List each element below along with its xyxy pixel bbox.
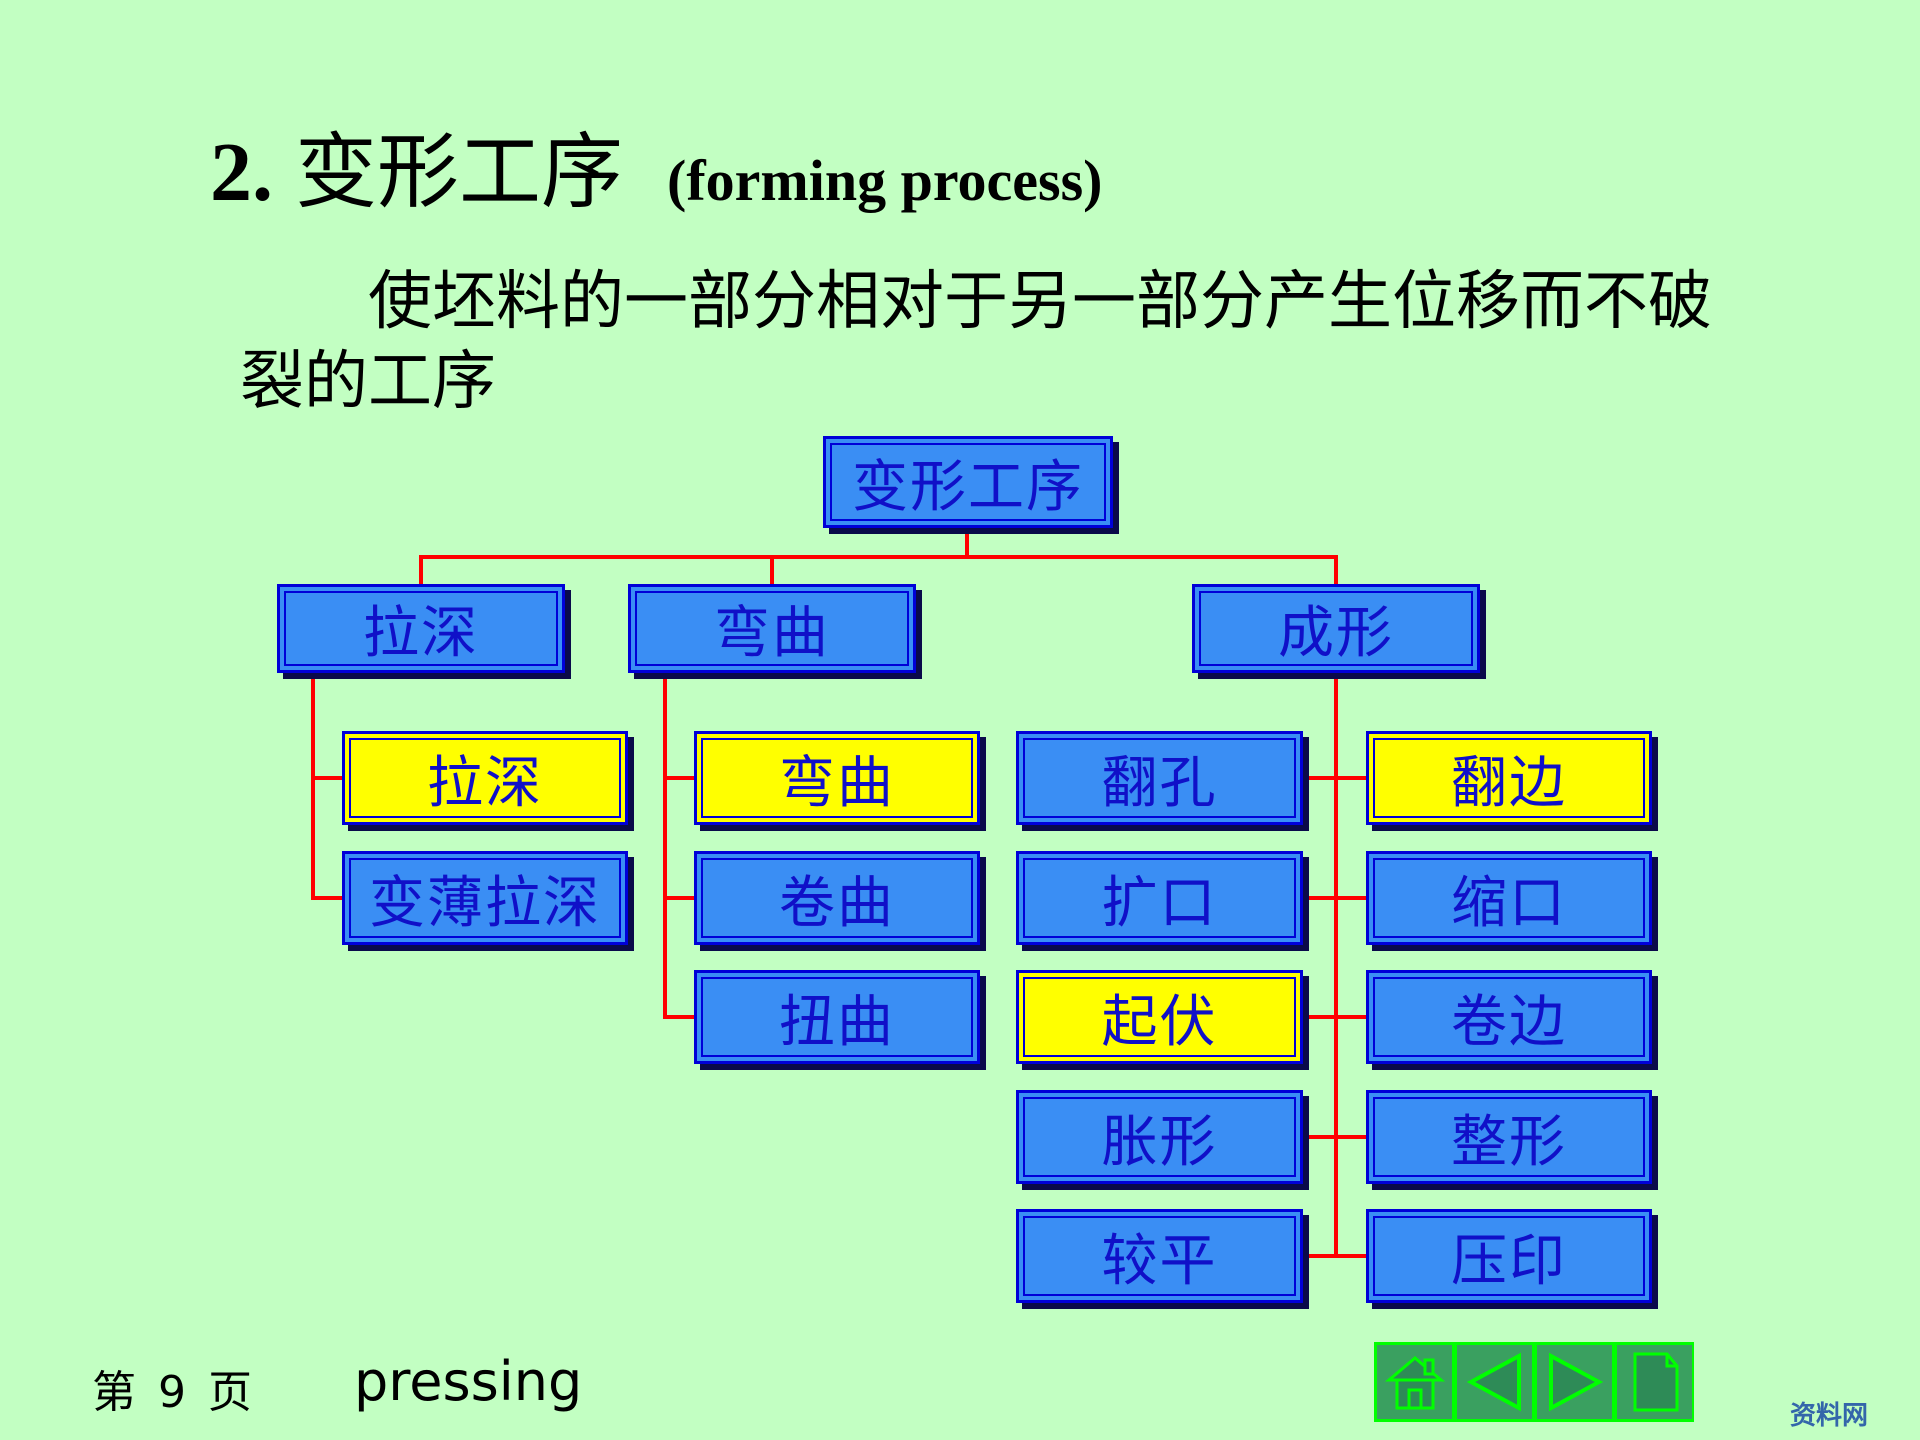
node-forming-item: 整形	[1366, 1090, 1652, 1184]
node-label: 卷曲	[779, 870, 895, 936]
node-forming-item: 压印	[1366, 1209, 1652, 1303]
node-drawing-item: 变薄拉深	[342, 851, 628, 945]
title-chinese: 变形工序	[295, 125, 624, 220]
node-label: 卷边	[1451, 989, 1567, 1055]
previous-button[interactable]	[1454, 1342, 1534, 1422]
node-forming-item: 胀形	[1016, 1090, 1303, 1184]
node-bending-item: 卷曲	[694, 851, 980, 945]
page-button[interactable]	[1614, 1342, 1694, 1422]
node-forming-item: 较平	[1016, 1209, 1303, 1303]
page-suffix: 页	[208, 1367, 252, 1418]
node-label: 翻边	[1451, 750, 1567, 816]
node-forming-item: 缩口	[1366, 851, 1652, 945]
definition-text: 使坯料的一部分相对于另一部分产生位移而不破裂的工序	[240, 265, 1712, 419]
home-button[interactable]	[1374, 1342, 1454, 1422]
node-bending-item: 弯曲	[694, 731, 980, 825]
node-label: 弯曲	[714, 601, 830, 666]
node-label: 扭曲	[779, 989, 895, 1055]
node-label: 压印	[1451, 1228, 1567, 1294]
node-forming-item: 翻边	[1366, 731, 1652, 825]
watermark-logo: 资料网	[1790, 1401, 1869, 1431]
node-root-label: 变形工序	[852, 454, 1084, 520]
node-label: 缩口	[1451, 870, 1567, 936]
node-forming-item: 扩口	[1016, 851, 1303, 945]
node-label: 较平	[1101, 1228, 1218, 1294]
node-label: 翻孔	[1101, 750, 1218, 816]
page-icon	[1633, 1352, 1678, 1412]
node-label: 拉深	[427, 750, 543, 816]
next-button[interactable]	[1534, 1342, 1614, 1422]
node-label: 扩口	[1101, 870, 1218, 936]
node-label: 胀形	[1101, 1109, 1218, 1175]
slide-navigation	[1374, 1342, 1694, 1422]
previous-icon	[1466, 1352, 1521, 1412]
node-forming-item: 翻孔	[1016, 731, 1303, 825]
node-label: 变薄拉深	[369, 870, 601, 936]
home-icon	[1384, 1356, 1445, 1410]
node-bending-item: 扭曲	[694, 970, 980, 1064]
node-label: 弯曲	[779, 750, 895, 816]
course-name: pressing	[354, 1350, 583, 1413]
node-drawing-item: 拉深	[342, 731, 628, 825]
next-icon	[1548, 1352, 1603, 1412]
node-root: 变形工序	[823, 436, 1113, 528]
node-label: 成形	[1278, 601, 1394, 666]
node-category-bending: 弯曲	[628, 584, 916, 673]
page-prefix: 第	[92, 1367, 136, 1418]
title-number: 2.	[210, 126, 273, 219]
title-english: (forming process)	[667, 148, 1103, 213]
page-number: 9	[158, 1367, 186, 1418]
node-forming-item: 卷边	[1366, 970, 1652, 1064]
node-category-drawing: 拉深	[277, 584, 565, 673]
node-label: 拉深	[363, 601, 479, 666]
node-category-forming: 成形	[1192, 584, 1480, 673]
node-label: 整形	[1451, 1109, 1567, 1175]
slide-title: 2.变形工序 (forming process)	[210, 105, 1102, 224]
node-label: 起伏	[1101, 989, 1218, 1055]
node-forming-item: 起伏	[1016, 970, 1303, 1064]
